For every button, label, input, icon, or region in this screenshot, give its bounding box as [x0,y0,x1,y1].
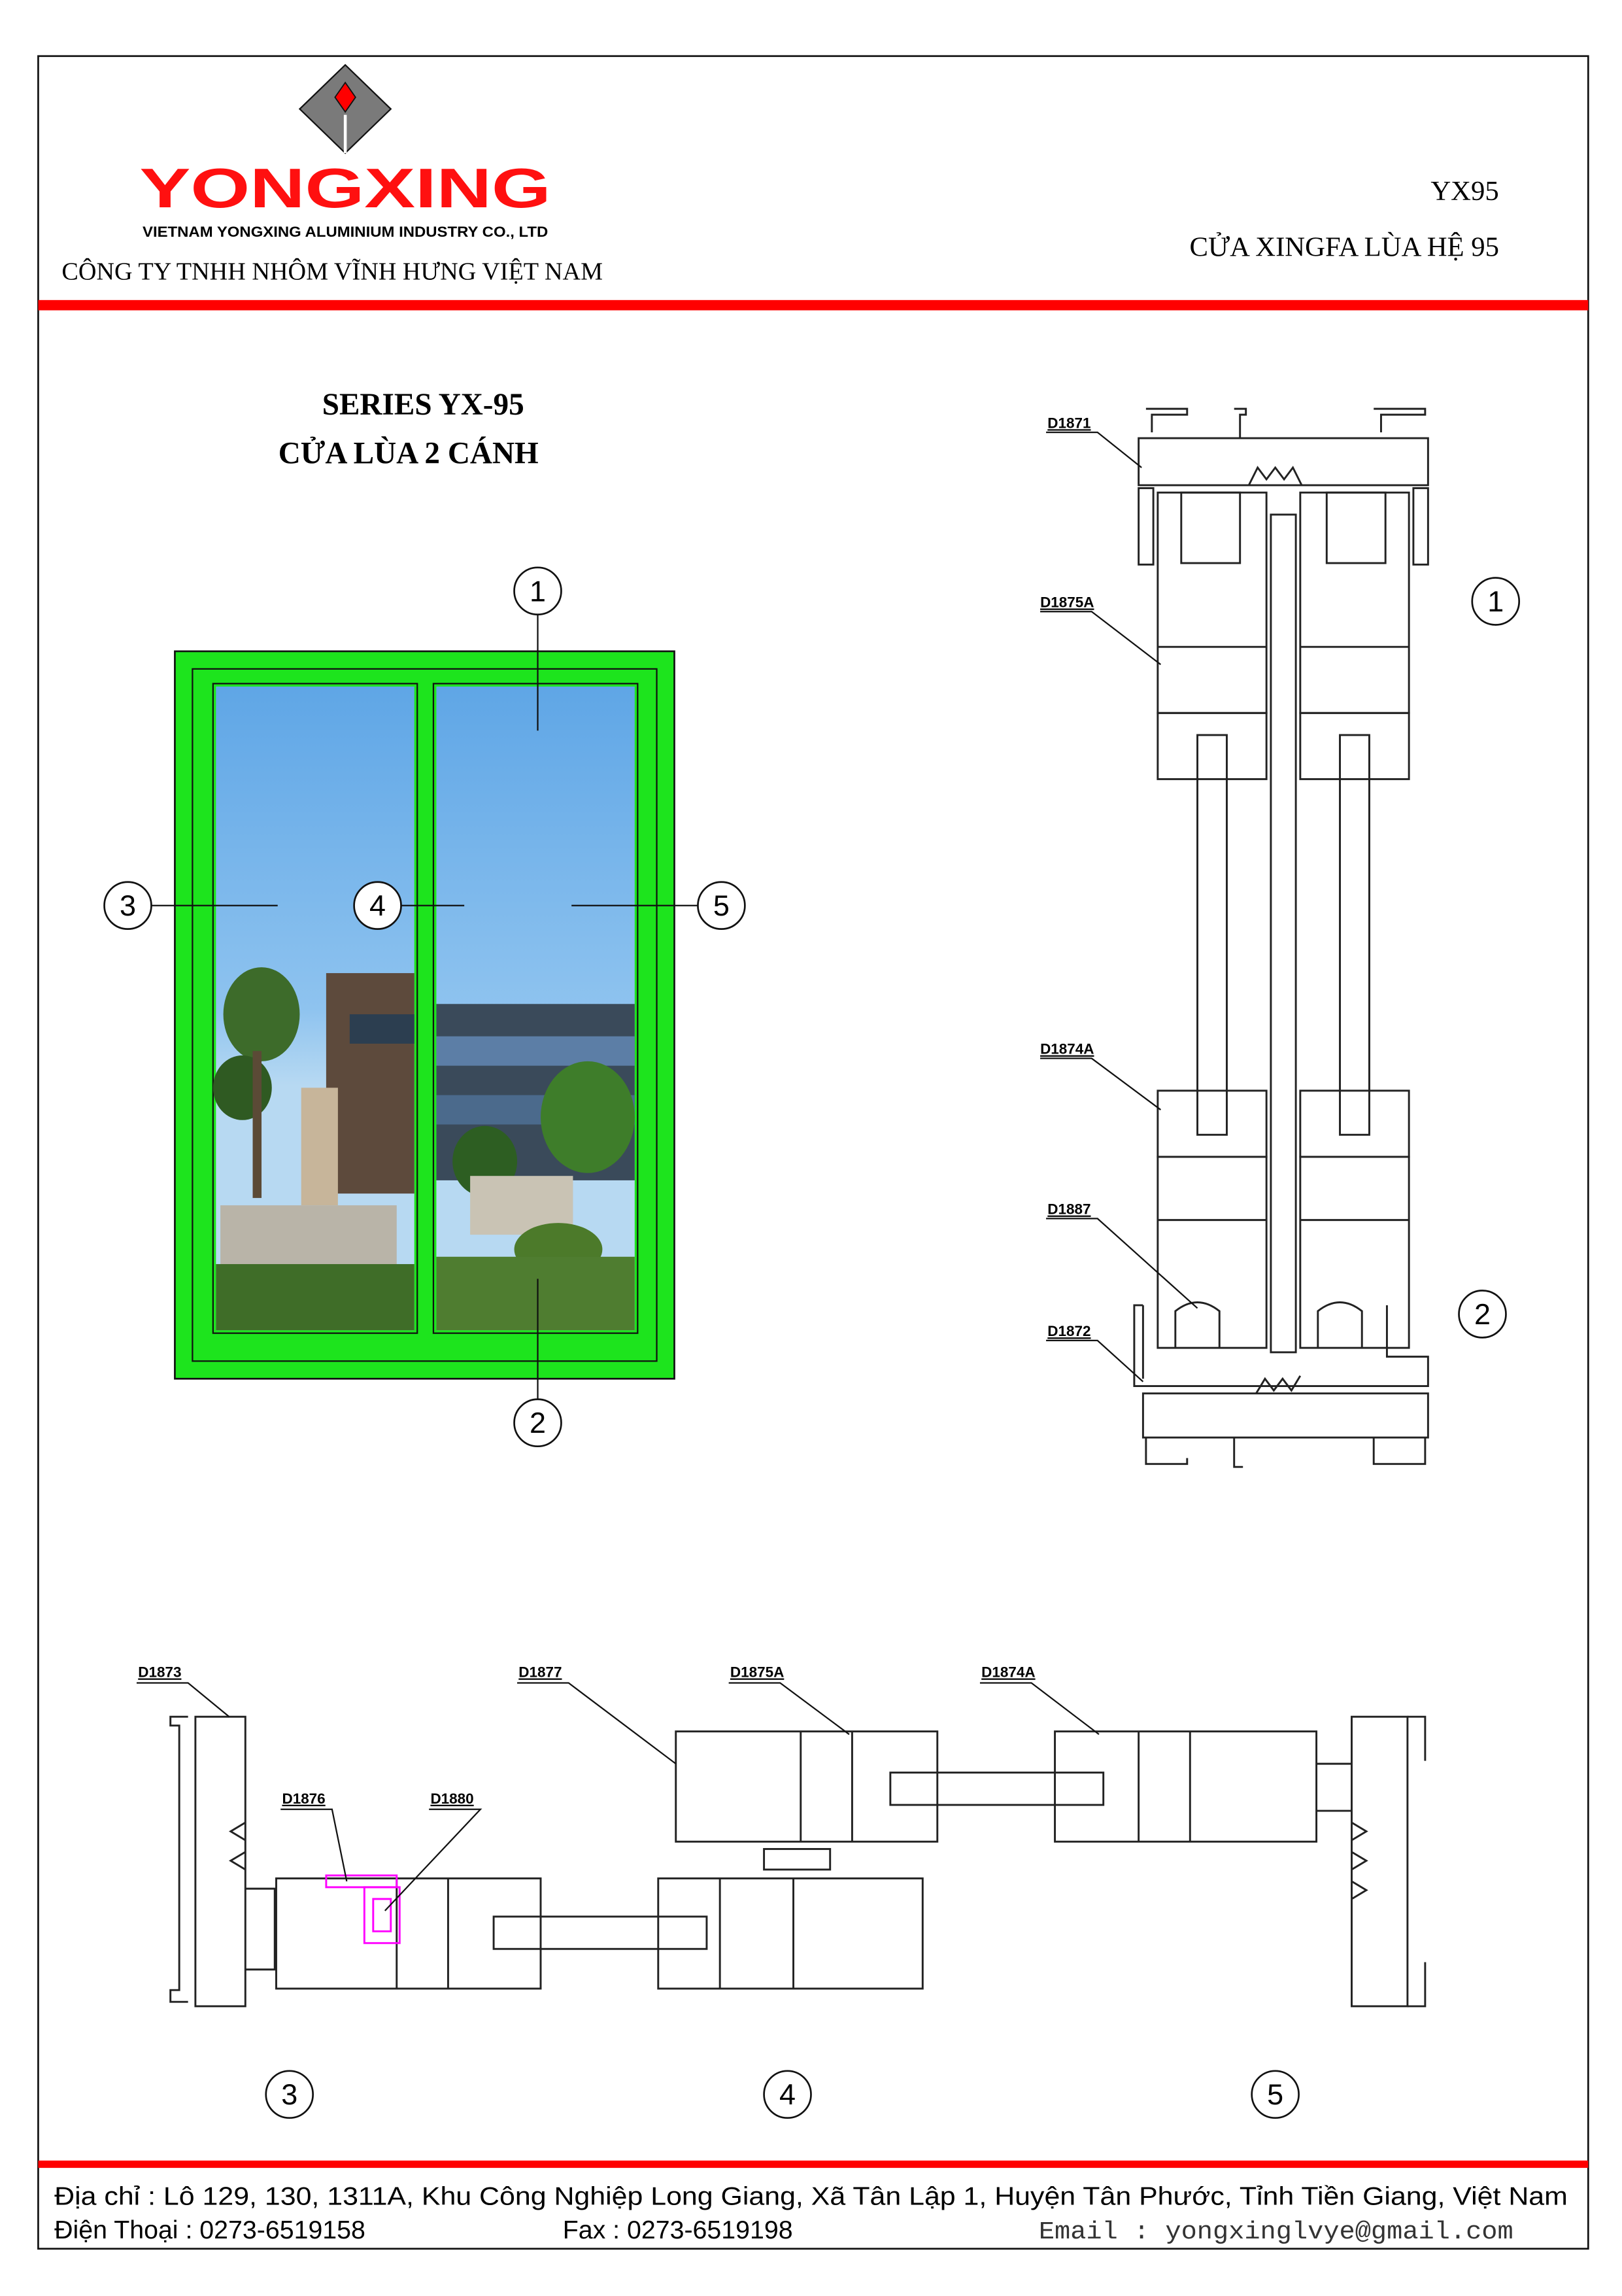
callout-2: 2 [513,1398,562,1448]
sheet-border [37,55,1589,2250]
svg-text:5: 5 [713,889,730,922]
label-d1871: D1871 [1047,415,1090,431]
callout-4: 4 [353,881,402,931]
label-d1873: D1873 [138,1664,181,1681]
label-d1874a-h: D1874A [981,1664,1035,1681]
series-title: SERIES YX-95 [322,388,524,422]
label-d1887: D1887 [1047,1201,1090,1218]
footer-email: Email : yongxinglvye@gmail.com [1039,2218,1513,2246]
label-d1880: D1880 [430,1791,473,1807]
svg-text:1: 1 [1487,585,1504,618]
footer-phone: Điện Thoại : 0273-6519158 [54,2216,365,2244]
callout-5: 5 [697,881,746,931]
footer-divider [38,2160,1589,2168]
label-d1874a: D1874A [1040,1041,1094,1057]
section-callout-3: 3 [265,2070,314,2119]
product-name: CỬA XINGFA LÙA HỆ 95 [1190,231,1499,262]
section-callout-5: 5 [1251,2070,1300,2119]
svg-text:5: 5 [1267,2078,1283,2111]
company-logo: YONGXING VIETNAM YONGXING ALUMINIUM INDU… [139,63,551,240]
label-d1877: D1877 [518,1664,562,1681]
door-type-title: CỬA LÙA 2 CÁNH [279,436,539,470]
glass-pane-left [212,686,414,1331]
section-callout-1: 1 [1471,577,1521,626]
label-d1875a: D1875A [1040,594,1094,611]
company-name: CÔNG TY TNHH NHÔM VĨNH HƯNG VIỆT NAM [61,258,603,285]
horizontal-section-drawing [136,1682,1427,2008]
glass-pane-right [436,686,635,1331]
header-divider [38,300,1589,311]
section-callout-4: 4 [763,2070,812,2119]
label-d1876: D1876 [282,1791,325,1807]
product-code: YX95 [1430,176,1498,207]
label-d1875a-h: D1875A [730,1664,784,1681]
callout-3: 3 [103,881,152,931]
logo-subtitle: VIETNAM YONGXING ALUMINIUM INDUSTRY CO.,… [143,224,548,240]
door-elevation [151,614,698,1399]
svg-text:2: 2 [530,1406,546,1439]
label-d1872: D1872 [1047,1323,1090,1339]
svg-text:1: 1 [530,574,546,608]
callout-1: 1 [513,566,562,616]
logo-wordmark: YONGXING [139,158,550,220]
vertical-section-drawing [1040,407,1429,1468]
svg-text:4: 4 [369,889,386,922]
footer-fax: Fax : 0273-6519198 [563,2216,793,2244]
section-callout-2: 2 [1458,1290,1507,1339]
svg-text:4: 4 [779,2078,796,2111]
svg-text:3: 3 [120,889,136,922]
svg-text:3: 3 [281,2078,297,2111]
svg-text:2: 2 [1474,1297,1491,1331]
footer-address: Địa chỉ : Lô 129, 130, 1311A, Khu Công N… [54,2182,1568,2210]
